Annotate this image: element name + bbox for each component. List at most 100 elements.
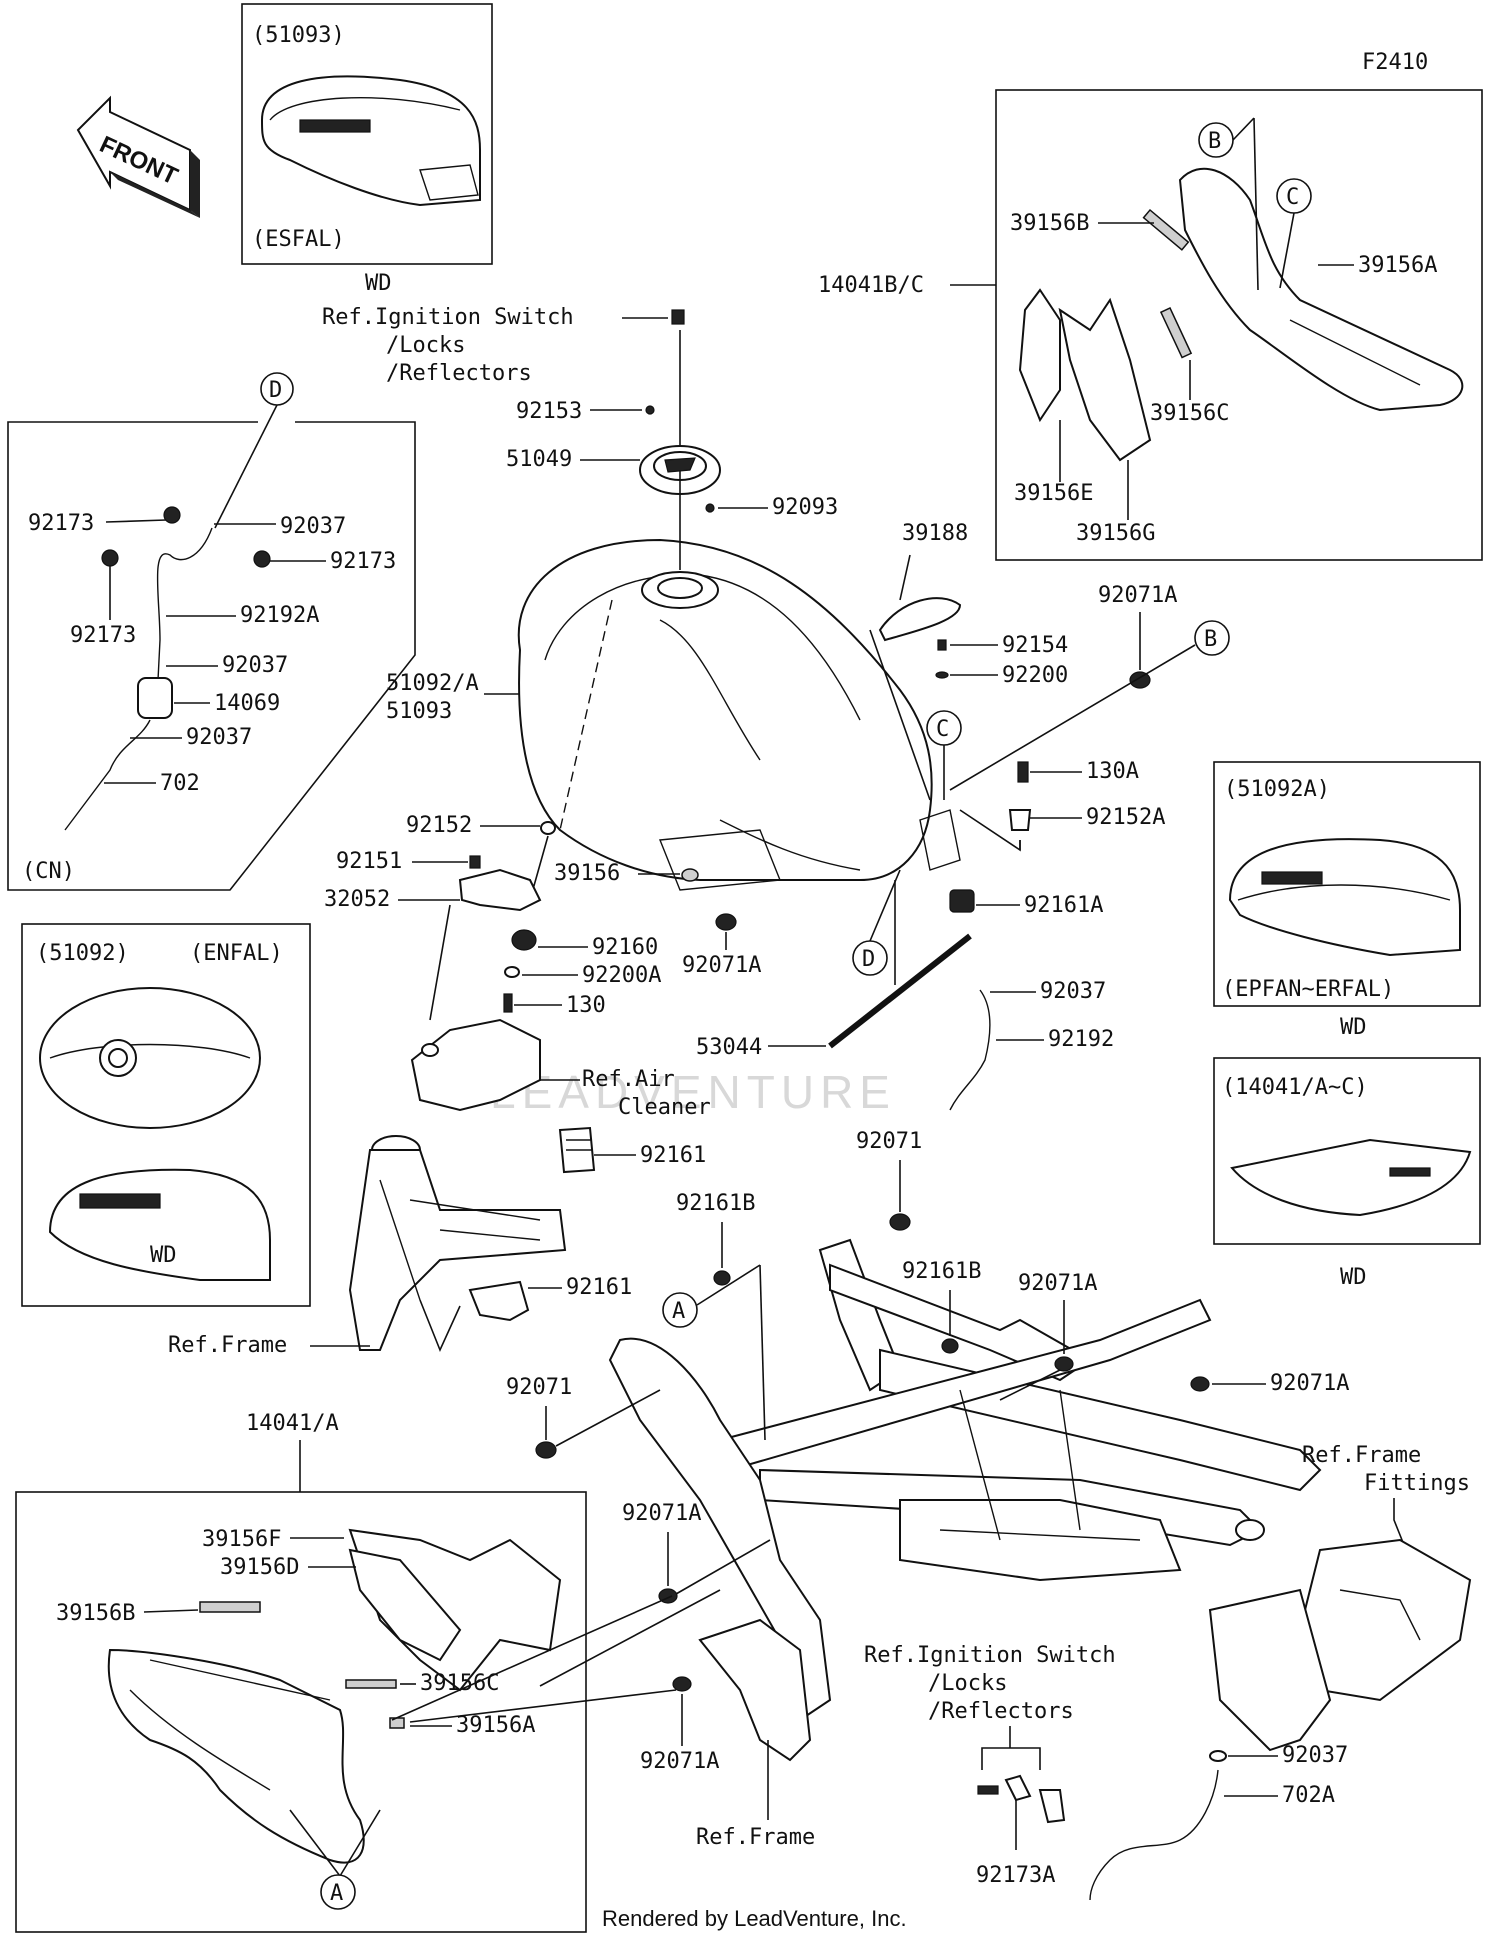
bl-39156d: 39156D xyxy=(220,1555,299,1580)
label-92093: 92093 xyxy=(772,495,838,520)
label-39188: 39188 xyxy=(902,521,968,546)
ref-frame-fittings-2: Fittings xyxy=(1364,1471,1470,1496)
inset-51093-code: (51093) xyxy=(252,23,345,48)
label-39156e: 39156E xyxy=(1014,481,1093,506)
cn-702: 702 xyxy=(160,771,200,796)
label-92071a-5: 92071A xyxy=(622,1501,701,1526)
cn-variant: (CN) xyxy=(22,859,75,884)
cn-92037-1: 92037 xyxy=(280,514,346,539)
label-130a: 130A xyxy=(1086,759,1139,784)
bl-39156a: 39156A xyxy=(456,1713,535,1738)
cn-14069: 14069 xyxy=(214,691,280,716)
label-92071a-1: 92071A xyxy=(1098,583,1177,608)
callout-b-tr: B xyxy=(1208,129,1221,154)
callout-b-mid: B xyxy=(1204,627,1217,652)
label-92161-2: 92161 xyxy=(566,1275,632,1300)
bl-39156f: 39156F xyxy=(202,1527,281,1552)
ref-ignition-top-3: /Reflectors xyxy=(386,361,532,386)
label-130: 130 xyxy=(566,993,606,1018)
callout-c-mid: C xyxy=(936,717,949,742)
ref-ignition-top-1: Ref.Ignition Switch xyxy=(322,305,574,330)
label-92152: 92152 xyxy=(406,813,472,838)
label-92200a: 92200A xyxy=(582,963,661,988)
inset-51093-variant: (ESFAL) xyxy=(252,227,345,252)
label-39156c-r: 39156C xyxy=(1150,401,1229,426)
inset-51093-caption: WD xyxy=(365,271,392,296)
inset-51092a-code: (51092A) xyxy=(1224,777,1330,802)
ref-air-cleaner-1: Ref.Air xyxy=(582,1067,675,1092)
main-frame xyxy=(608,1238,1322,1762)
inset-51093: (51093) (ESFAL) WD xyxy=(241,3,493,296)
label-92161b-1: 92161B xyxy=(676,1191,755,1216)
inset-51092-variant: (ENFAL) xyxy=(190,941,283,966)
label-14041a: 14041/A xyxy=(246,1411,339,1436)
inset-14041bc: 14041B/C B C 39156B 39156A 39156C 39156E… xyxy=(818,89,1483,561)
callout-a-bl: A xyxy=(330,1881,343,1906)
cn-92037-3: 92037 xyxy=(186,725,252,750)
label-32052: 32052 xyxy=(324,887,390,912)
ref-air-cleaner-2: Cleaner xyxy=(618,1095,711,1120)
inset-14041ac: (14041/A~C) WD xyxy=(1213,1057,1481,1290)
inset-14041ac-code: (14041/A~C) xyxy=(1222,1075,1368,1100)
label-92152a: 92152A xyxy=(1086,805,1165,830)
ref-ignition-top-2: /Locks xyxy=(386,333,465,358)
inset-51092a: (51092A) (EPFAN~ERFAL) WD xyxy=(1213,761,1481,1040)
ref-frame-bottom: Ref.Frame xyxy=(696,1825,815,1850)
inset-51092: (51092) (ENFAL) WD xyxy=(21,923,311,1307)
label-92037-r: 92037 xyxy=(1282,1743,1348,1768)
label-92200: 92200 xyxy=(1002,663,1068,688)
label-92071-1: 92071 xyxy=(856,1129,922,1154)
figure-id: F2410 xyxy=(1362,50,1428,75)
label-92071a-4: 92071A xyxy=(1270,1371,1349,1396)
footer-credit: Rendered by LeadVenture, Inc. xyxy=(602,1906,907,1931)
label-51093: 51093 xyxy=(386,699,452,724)
label-92160: 92160 xyxy=(592,935,658,960)
label-39156b-r: 39156B xyxy=(1010,211,1089,236)
callout-c-tr: C xyxy=(1286,185,1299,210)
inset-cn: D 92173 92037 92173 92173 92192A 92037 1… xyxy=(7,372,416,891)
frame-front-section xyxy=(348,1126,596,1351)
ref-ignition-bottom-1: Ref.Ignition Switch xyxy=(864,1643,1116,1668)
callout-d-cn: D xyxy=(269,378,282,403)
inset-51092-code: (51092) xyxy=(36,941,129,966)
label-92037-main: 92037 xyxy=(1040,979,1106,1004)
label-92071a-2: 92071A xyxy=(682,953,761,978)
label-702a: 702A xyxy=(1282,1783,1335,1808)
label-92173a: 92173A xyxy=(976,1863,1055,1888)
label-92154: 92154 xyxy=(1002,633,1068,658)
label-92153: 92153 xyxy=(516,399,582,424)
ref-frame-left: Ref.Frame xyxy=(168,1333,287,1358)
ref-frame-fittings-1: Ref.Frame xyxy=(1302,1443,1421,1468)
fuel-tank xyxy=(517,470,961,891)
label-92192: 92192 xyxy=(1048,1027,1114,1052)
watermark: LEADVENTURE xyxy=(490,1066,896,1118)
callout-d-mid: D xyxy=(862,947,875,972)
label-92161b-2: 92161B xyxy=(902,1259,981,1284)
inset-14041a: 14041/A 39156F 39156D 39156B 39156C 3915… xyxy=(15,1411,587,1933)
frame-fittings-part xyxy=(1208,1538,1472,1752)
label-92161-1: 92161 xyxy=(640,1143,706,1168)
ref-ignition-bottom-2: /Locks xyxy=(928,1671,1007,1696)
callout-a-frame: A xyxy=(672,1299,685,1324)
label-39156: 39156 xyxy=(554,861,620,886)
cn-92173-2: 92173 xyxy=(330,549,396,574)
label-39156g: 39156G xyxy=(1076,521,1155,546)
label-92151: 92151 xyxy=(336,849,402,874)
bl-39156c: 39156C xyxy=(420,1671,499,1696)
label-53044: 53044 xyxy=(696,1035,762,1060)
label-39156a-r: 39156A xyxy=(1358,253,1437,278)
label-14041bc: 14041B/C xyxy=(818,273,924,298)
inset-51092a-variant: (EPFAN~ERFAL) xyxy=(1222,977,1394,1002)
cn-92173-1: 92173 xyxy=(28,511,94,536)
front-arrow-icon: FRONT xyxy=(76,95,200,218)
label-92071-2: 92071 xyxy=(506,1375,572,1400)
cn-92037-2: 92037 xyxy=(222,653,288,678)
bl-39156b: 39156B xyxy=(56,1601,135,1626)
label-92071a-3: 92071A xyxy=(1018,1271,1097,1296)
ref-ignition-bottom-3: /Reflectors xyxy=(928,1699,1074,1724)
label-92071a-6: 92071A xyxy=(640,1749,719,1774)
inset-51092a-caption: WD xyxy=(1340,1015,1367,1040)
cn-92192a: 92192A xyxy=(240,603,319,628)
label-51049: 51049 xyxy=(506,447,572,472)
